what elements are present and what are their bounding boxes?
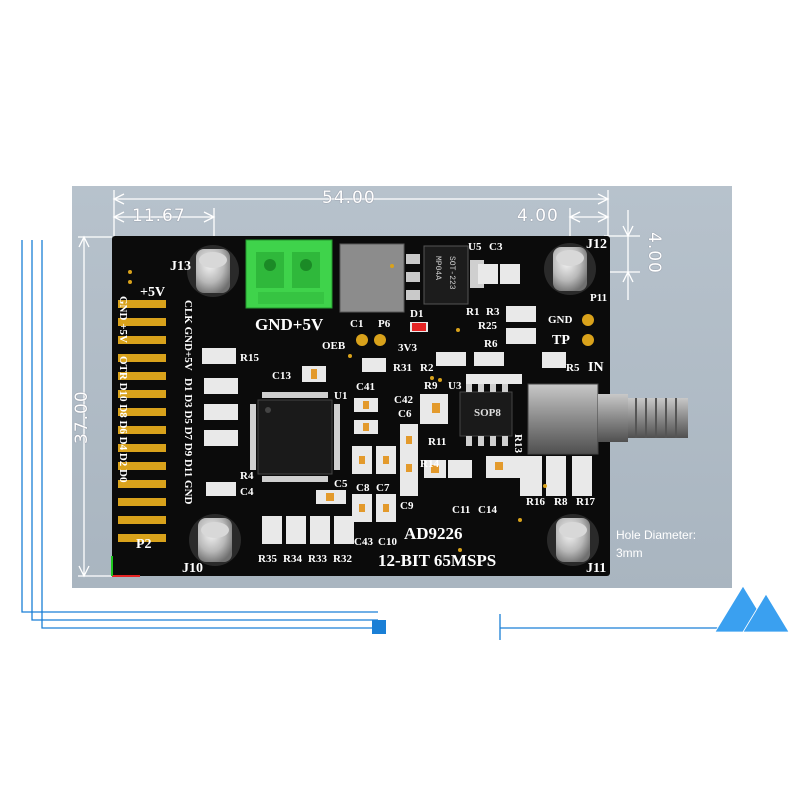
led-d1 <box>412 323 426 331</box>
sma-connector <box>527 383 688 455</box>
label-c13: C13 <box>272 370 291 382</box>
label-c41: C41 <box>356 381 375 393</box>
hole-diameter-note: Hole Diameter: 3mm <box>616 526 696 562</box>
label-r15: R15 <box>240 352 259 364</box>
standoff-bottom-left <box>189 514 241 566</box>
label-c1: C1 <box>350 318 364 330</box>
label-c14: C14 <box>478 504 497 516</box>
pad-p6-2 <box>374 334 386 346</box>
label-r35: R35 <box>258 553 277 565</box>
label-r5: R5 <box>566 362 580 374</box>
dim-width: 54.00 <box>322 188 376 208</box>
label-r8: R8 <box>554 496 568 508</box>
label-p11: P11 <box>590 292 608 304</box>
smd-passives <box>202 264 592 544</box>
label-r14: R14 <box>420 458 439 470</box>
label-r13: R13 <box>512 434 524 453</box>
label-r6: R6 <box>484 338 498 350</box>
label-r11: R11 <box>428 436 447 448</box>
label-c43: C43 <box>354 536 373 548</box>
pad-p11-1 <box>582 314 594 326</box>
power-terminal-block <box>245 239 333 309</box>
label-pins-b: D1 D3 D5 D7 D9 D11 GND <box>182 378 194 505</box>
label-mpn: MP04A <box>433 256 442 281</box>
label-c6: C6 <box>398 408 412 420</box>
pad-p6-1 <box>356 334 368 346</box>
label-c3: C3 <box>489 241 503 253</box>
label-c10: C10 <box>378 536 397 548</box>
opamp-chip-sop8 <box>459 382 513 446</box>
label-r32: R32 <box>333 553 352 565</box>
label-r9: R9 <box>424 380 438 392</box>
label-r34: R34 <box>283 553 302 565</box>
label-pins-c: GND +5V <box>117 296 129 343</box>
label-c42: C42 <box>394 394 413 406</box>
label-r1: R1 <box>466 306 480 318</box>
standoff-bottom-right <box>547 514 599 566</box>
label-sot223: SOT-223 <box>447 256 456 290</box>
label-u5: U5 <box>468 241 482 253</box>
label-r25: R25 <box>478 320 497 332</box>
label-c9: C9 <box>400 500 414 512</box>
label-tp: TP <box>552 333 570 348</box>
label-c8: C8 <box>356 482 370 494</box>
label-p6: P6 <box>378 318 391 330</box>
label-d1: D1 <box>410 308 424 320</box>
standoff-top-right <box>544 243 596 295</box>
pad-p11-2 <box>582 334 594 346</box>
label-c7: C7 <box>376 482 390 494</box>
label-sop8: SOP8 <box>474 407 501 419</box>
label-c4: C4 <box>240 486 254 498</box>
label-u1: U1 <box>334 390 348 402</box>
label-chip-name: AD9226 <box>404 524 463 543</box>
label-power: GND+5V <box>255 315 324 334</box>
label-u3: U3 <box>448 380 462 392</box>
label-j11: J11 <box>586 561 607 576</box>
label-j10: J10 <box>182 561 203 576</box>
label-r17: R17 <box>576 496 595 508</box>
label-c11: C11 <box>452 504 471 516</box>
label-r4: R4 <box>240 470 254 482</box>
label-r2: R2 <box>420 362 434 374</box>
label-in: IN <box>588 360 604 375</box>
label-plus5v: +5V <box>140 285 166 300</box>
label-r16: R16 <box>526 496 545 508</box>
hole-note-line1: Hole Diameter: <box>616 528 697 542</box>
regulator-chip <box>423 245 469 305</box>
label-r3: R3 <box>486 306 500 318</box>
label-gnd: GND <box>548 314 573 326</box>
standoff-top-left <box>187 245 239 297</box>
hole-note-line2: 3mm <box>616 546 643 560</box>
dim-right-offset: 4.00 <box>517 206 559 226</box>
label-j12: J12 <box>586 237 607 252</box>
label-pins-a: CLK GND+5V <box>182 300 194 371</box>
adc-chip-u1 <box>250 392 340 482</box>
label-j13: J13 <box>170 259 191 274</box>
pin-header-p2 <box>118 300 166 542</box>
label-oeb: OEB <box>322 340 346 352</box>
dim-left-offset: 11.67 <box>132 206 186 226</box>
label-r33: R33 <box>308 553 327 565</box>
label-chip-spec: 12-BIT 65MSPS <box>378 551 497 570</box>
inductor-block <box>339 243 405 313</box>
label-c5: C5 <box>334 478 348 490</box>
label-3v3: 3V3 <box>398 342 417 354</box>
label-p2: P2 <box>136 537 152 552</box>
label-r31: R31 <box>393 362 412 374</box>
label-pins-d: OTR D10 D8 D6 D4 D2 D0 <box>117 356 129 483</box>
